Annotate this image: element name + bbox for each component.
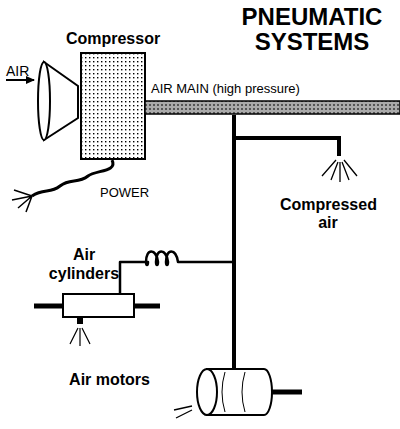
node-label: AIR MAIN (high pressure): [151, 82, 300, 97]
air-spray: [322, 160, 357, 182]
air-arrow: [6, 79, 34, 81]
air-inlet-label: AIR: [6, 63, 29, 79]
exhaust-port: [77, 318, 83, 324]
piston-rod: [135, 304, 160, 309]
compressor-box-outline: [80, 52, 146, 160]
compressor-box: Compressor: [80, 52, 146, 160]
node-label: Air cylinders: [48, 246, 120, 283]
air-main-pipe: [145, 101, 400, 114]
air-main-band: AIR MAIN (high pressure): [145, 100, 400, 115]
node-label: Air motors: [69, 371, 150, 389]
air-main-band-outline: [145, 100, 400, 115]
motor-shaft: [272, 390, 302, 395]
title: PNEUMATIC SYSTEMS: [226, 4, 398, 54]
compressor-housing: [81, 53, 145, 159]
air-motor-outline: [195, 368, 273, 416]
air-motor: Air motors: [195, 368, 273, 416]
air-cylinder: Air cylinders: [62, 293, 135, 318]
cylinder-body: [63, 294, 134, 317]
branch-pipe: [234, 138, 339, 156]
power-label: POWER: [100, 186, 149, 201]
piston-rod: [34, 304, 62, 309]
funnel-mouth: [38, 62, 50, 140]
motor-end: [197, 369, 217, 415]
air-cylinder-outline: [62, 293, 135, 318]
node-label: Compressor: [50, 30, 176, 48]
motor-exhaust: [174, 406, 192, 418]
outlet-label: Compressed air: [280, 196, 376, 233]
air-line: [232, 115, 236, 368]
frayed-wires: [12, 190, 32, 212]
exhaust-spray: [70, 328, 90, 346]
motor-ribs: [222, 372, 245, 412]
